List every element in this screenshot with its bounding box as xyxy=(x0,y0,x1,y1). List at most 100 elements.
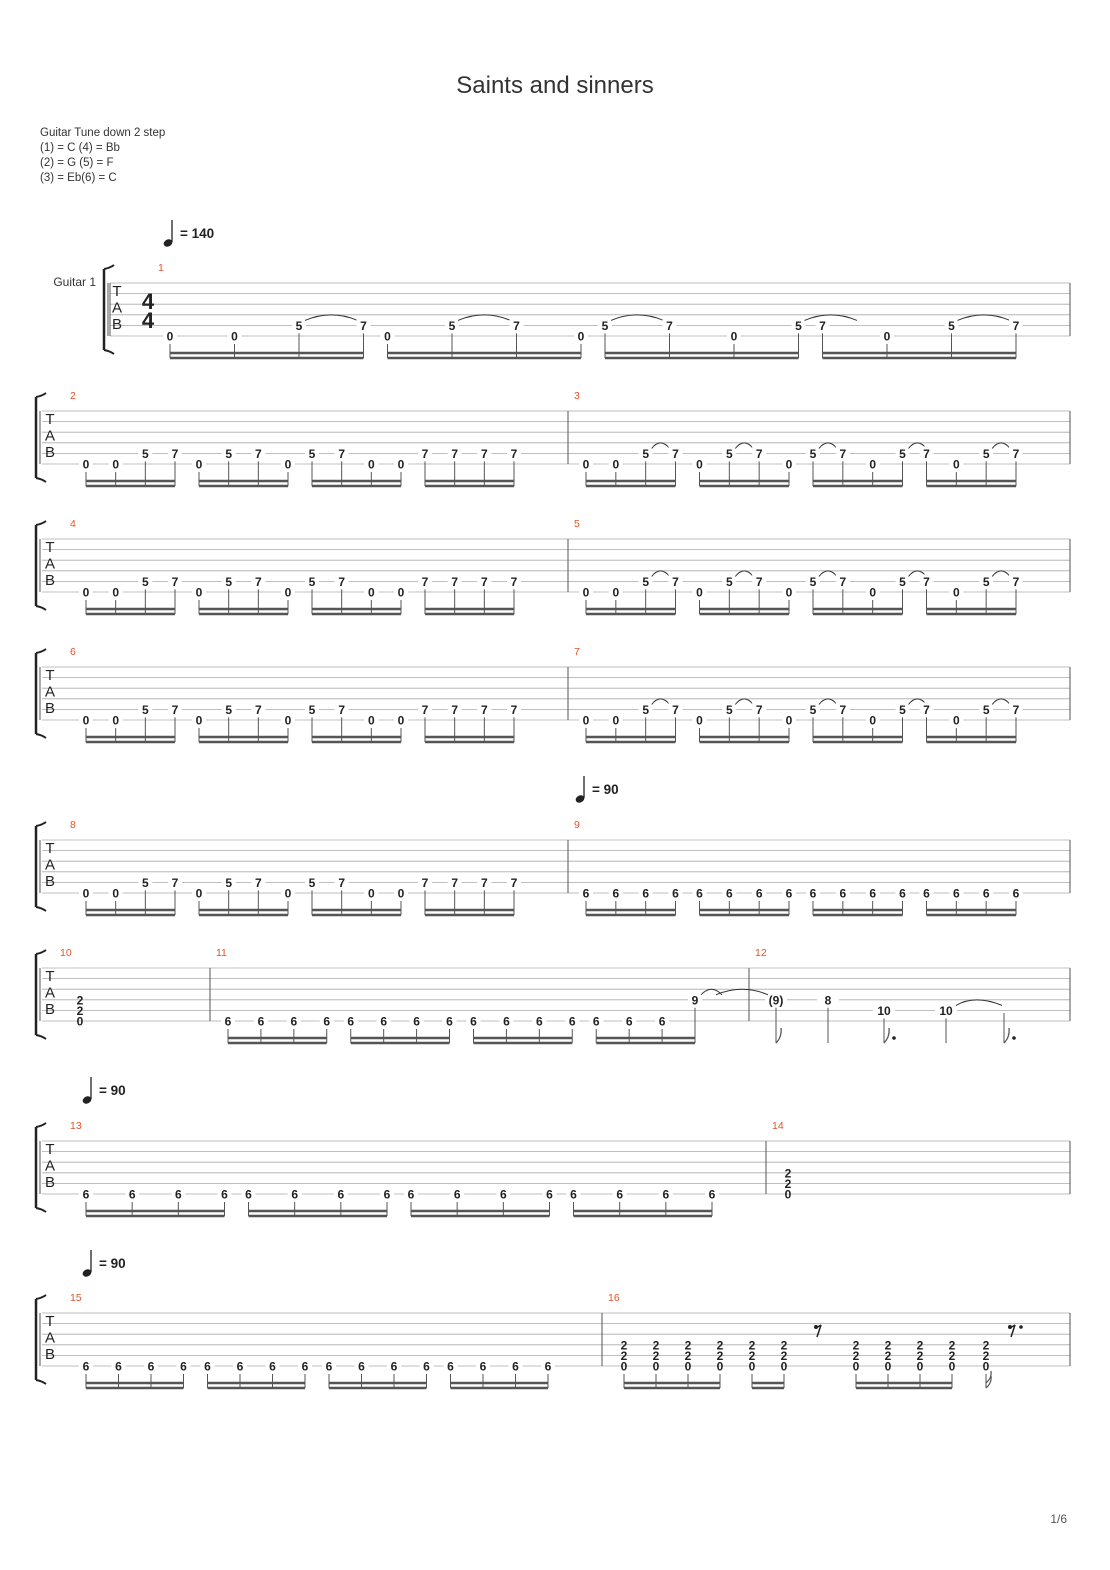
fret-number: 5 xyxy=(309,876,316,890)
fret-bg xyxy=(668,574,683,588)
fret-number: 5 xyxy=(142,876,149,890)
fret-bg xyxy=(419,1359,434,1372)
measure-number: 2 xyxy=(70,390,76,402)
fret-bg xyxy=(949,713,964,726)
fret-number: 7 xyxy=(511,703,518,717)
tab-letter: B xyxy=(45,444,55,461)
fret-number: 7 xyxy=(511,447,518,461)
fret-bg xyxy=(806,886,820,899)
fret-number: 7 xyxy=(839,575,846,589)
fret-number: 5 xyxy=(948,319,955,333)
fret-bg xyxy=(334,446,349,460)
fret-number: 7 xyxy=(360,319,367,333)
fret-bg xyxy=(221,574,236,588)
fret-bg xyxy=(806,574,820,588)
fret-number: 7 xyxy=(756,703,763,717)
fret-bg xyxy=(334,875,349,889)
fret-number: 7 xyxy=(255,575,262,589)
fret-number: 7 xyxy=(338,447,345,461)
fret-bg xyxy=(835,886,850,899)
fret-bg xyxy=(574,329,588,342)
page-number: 1/6 xyxy=(1050,1512,1067,1526)
fret-number: 2 xyxy=(621,1338,628,1352)
fret-number: 5 xyxy=(642,703,649,717)
fret-number: 6 xyxy=(839,887,846,901)
fret-bg xyxy=(418,446,432,460)
fret-number: 5 xyxy=(642,447,649,461)
fret-number: 0 xyxy=(949,1360,956,1374)
fret-bg xyxy=(979,446,994,460)
fret-number: 5 xyxy=(899,447,906,461)
fret-number: 0 xyxy=(786,586,793,600)
tie-arc xyxy=(818,442,838,449)
fret-bg xyxy=(638,446,653,460)
fret-number: 6 xyxy=(583,887,590,901)
fret-bg xyxy=(466,1014,481,1027)
fret-bg xyxy=(722,574,737,588)
fret-number: 0 xyxy=(696,714,703,728)
fret-number: 6 xyxy=(569,1015,576,1029)
tempo-note-icon xyxy=(82,1269,92,1277)
fret-bg xyxy=(251,875,266,889)
fret-number: 7 xyxy=(672,703,679,717)
tie-arc xyxy=(818,570,838,577)
fret-number: 6 xyxy=(204,1360,211,1374)
tab-letter: A xyxy=(45,985,55,1002)
fret-bg xyxy=(477,446,492,460)
fret-bg xyxy=(168,875,182,889)
fret-number: 5 xyxy=(142,703,149,717)
tab-letter: B xyxy=(45,700,55,717)
measure-number: 12 xyxy=(755,947,767,959)
tie-arc xyxy=(651,698,670,705)
tie-arc xyxy=(715,988,769,996)
fret-bg xyxy=(579,886,593,899)
fret-bg xyxy=(598,318,612,332)
fret-number: 6 xyxy=(83,1360,90,1374)
fret-number: 6 xyxy=(786,887,793,901)
fret-bg xyxy=(168,574,182,588)
fret-bg xyxy=(638,702,653,716)
fret-number: 6 xyxy=(503,1015,510,1029)
tie-arc xyxy=(957,314,1011,321)
fret-number: 5 xyxy=(449,319,456,333)
fret-bg xyxy=(221,875,236,889)
fret-bg xyxy=(935,1003,957,1017)
fret-bg xyxy=(442,1014,457,1027)
tie-arc xyxy=(651,570,670,577)
fret-bg xyxy=(752,574,767,588)
fret-number: 2 xyxy=(653,1349,660,1363)
fret-number: 6 xyxy=(413,1015,420,1029)
fret-number: 6 xyxy=(454,1188,461,1202)
fret-number: 0 xyxy=(917,1360,924,1374)
fret-number: 0 xyxy=(398,586,405,600)
fret-number: 6 xyxy=(810,887,817,901)
tab-letter: A xyxy=(45,684,55,701)
fret-number: 0 xyxy=(368,714,375,728)
fret-bg xyxy=(507,574,521,588)
fret-bg xyxy=(817,992,839,1006)
fret-bg xyxy=(305,702,319,716)
fret-bg xyxy=(364,886,379,899)
fret-bg xyxy=(507,875,521,889)
fret-number: 0 xyxy=(368,458,375,472)
fret-number: 0 xyxy=(885,1360,892,1374)
fret-number: 7 xyxy=(338,575,345,589)
tab-letter: T xyxy=(45,1313,54,1330)
fret-bg xyxy=(752,446,767,460)
fret-bg xyxy=(364,457,379,470)
fret-number: 6 xyxy=(696,887,703,901)
fret-number: 2 xyxy=(621,1349,628,1363)
fret-bg xyxy=(450,1187,465,1200)
fret-number: 7 xyxy=(756,575,763,589)
tab-letter: T xyxy=(112,283,121,300)
fret-number: 0 xyxy=(583,586,590,600)
fret-bg xyxy=(447,702,462,716)
tie-arc xyxy=(734,570,754,577)
fret-number: 6 xyxy=(709,1188,716,1202)
fret-bg xyxy=(835,702,850,716)
fret-number: 5 xyxy=(296,319,303,333)
fret-number: 6 xyxy=(545,1360,552,1374)
fret-bg xyxy=(782,457,796,470)
system-bracket-top xyxy=(35,648,47,654)
measure-number: 3 xyxy=(574,390,580,402)
